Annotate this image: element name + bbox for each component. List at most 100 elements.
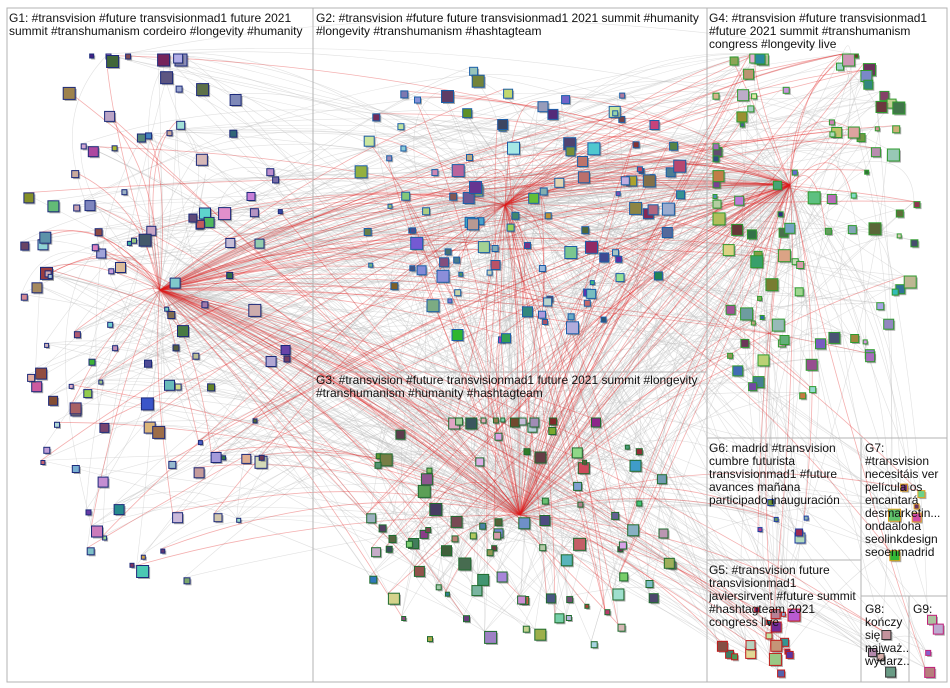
node-g4 [755, 54, 765, 64]
node-g4 [730, 57, 738, 65]
node-g3 [501, 418, 505, 422]
node-g4 [726, 305, 735, 314]
node-g2 [670, 142, 678, 150]
node-g1 [197, 84, 209, 96]
node-g2 [600, 253, 609, 262]
node-g3 [605, 610, 610, 615]
node-g3 [637, 501, 642, 506]
node-g2 [487, 270, 492, 275]
node-g1 [130, 563, 134, 567]
edge-gray [36, 267, 41, 368]
node-g1 [202, 302, 208, 308]
node-g4 [810, 387, 816, 393]
node-g4 [792, 170, 797, 175]
node-g1 [253, 419, 257, 423]
node-g4 [884, 319, 894, 329]
node-g3 [445, 592, 449, 596]
node-g1 [113, 346, 118, 351]
node-g4 [795, 288, 803, 296]
node-g2 [388, 204, 392, 208]
node-g2 [467, 155, 473, 161]
node-g1 [165, 380, 175, 390]
node-g1 [122, 190, 127, 195]
node-g4 [848, 226, 856, 234]
node-g6 [796, 529, 803, 536]
node-g3 [625, 445, 629, 449]
node-g1 [146, 133, 152, 139]
node-g4 [713, 200, 721, 208]
node-g4 [758, 355, 769, 366]
node-g1 [24, 193, 34, 203]
node-g1 [90, 54, 94, 58]
node-g1 [92, 245, 98, 251]
node-g2 [455, 290, 461, 296]
node-g1 [32, 382, 42, 392]
node-g1 [141, 555, 145, 559]
node-g2 [437, 270, 449, 282]
node-g2 [468, 219, 479, 230]
node-g4 [752, 94, 757, 99]
node-g1 [227, 273, 233, 279]
node-g1 [145, 360, 152, 367]
node-g3 [619, 542, 626, 549]
node-g2 [677, 191, 685, 199]
node-g4 [766, 279, 778, 291]
node-g2 [417, 266, 426, 275]
node-g1 [198, 441, 202, 445]
node-g2 [643, 175, 655, 187]
node-g2 [566, 147, 575, 156]
node-g1 [81, 144, 86, 149]
node-g1 [170, 278, 180, 288]
node-g1 [98, 477, 108, 487]
node-g1 [173, 345, 179, 351]
node-g1 [189, 214, 197, 222]
node-g2 [448, 299, 452, 303]
node-g6 [774, 517, 778, 521]
node-g4 [733, 366, 743, 376]
node-g5 [769, 653, 781, 665]
node-g5 [717, 641, 727, 651]
node-g2 [387, 156, 392, 161]
node-g1 [226, 239, 235, 248]
node-g2 [548, 109, 558, 119]
node-g3 [459, 558, 471, 570]
node-g3 [646, 581, 653, 588]
node-g2 [613, 111, 618, 116]
node-g3 [476, 458, 484, 466]
node-g2 [452, 330, 463, 341]
node-g3 [630, 460, 641, 471]
node-g4 [865, 170, 869, 174]
node-g2 [540, 188, 547, 195]
node-g1 [168, 312, 175, 319]
node-g3 [493, 418, 498, 423]
node-g3 [535, 452, 546, 463]
node-g3 [510, 418, 519, 427]
node-g2 [364, 136, 374, 146]
node-g2 [654, 272, 662, 280]
node-g2 [621, 177, 629, 185]
node-g1 [196, 154, 207, 165]
node-g1 [127, 241, 131, 245]
node-g3 [436, 585, 441, 590]
node-g2 [398, 124, 404, 130]
node-g1 [63, 87, 75, 99]
node-g3 [657, 475, 666, 484]
node-g4 [843, 54, 855, 66]
node-g4 [911, 240, 918, 247]
node-g1 [69, 384, 73, 388]
node-g2 [648, 205, 658, 215]
node-g4 [780, 336, 789, 345]
node-g4 [738, 90, 749, 101]
node-g2 [616, 256, 622, 262]
node-g1 [219, 208, 231, 220]
node-g3 [550, 418, 557, 425]
node-g3 [472, 586, 482, 596]
node-g2 [508, 142, 520, 154]
node-g4 [758, 296, 762, 300]
node-g1 [281, 346, 290, 355]
node-g1 [266, 357, 276, 367]
node-g2 [478, 242, 489, 253]
node-g2 [373, 114, 380, 121]
node-g2 [415, 97, 421, 103]
node-g1 [273, 177, 279, 183]
